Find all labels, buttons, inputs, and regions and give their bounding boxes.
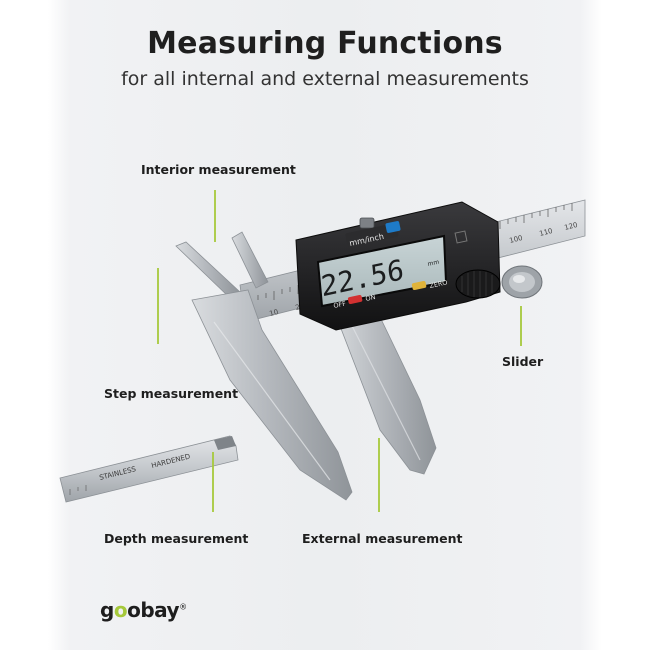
callout-lines [157, 190, 522, 512]
on-button-label: ON [365, 293, 377, 303]
depth-rod [59, 435, 239, 503]
label-external-measurement: External measurement [302, 531, 463, 546]
brand-logo: goobay® [100, 598, 187, 622]
label-depth-measurement: Depth measurement [104, 531, 249, 546]
brand-registered-mark: ® [179, 602, 187, 612]
brand-name-post: obay [127, 598, 180, 622]
svg-text:100: 100 [509, 234, 524, 245]
digital-display-unit [295, 201, 501, 331]
slider-thumbwheel [501, 265, 543, 299]
page-subtitle: for all internal and external measuremen… [121, 68, 529, 90]
brand-name-dot: o [113, 598, 128, 622]
page-title: Measuring Functions [147, 26, 503, 61]
brand-name-pre: g [100, 598, 114, 622]
fixed-lower-jaw [191, 289, 353, 501]
svg-text:120: 120 [564, 221, 579, 232]
label-interior-measurement: Interior measurement [141, 162, 296, 177]
off-button-label: OFF [333, 299, 347, 309]
zero-button-label: ZERO [429, 278, 448, 290]
label-slider: Slider [502, 354, 544, 369]
fixed-upper-jaw [175, 241, 241, 301]
svg-text:10: 10 [269, 308, 280, 318]
lcd-unit: mm [427, 259, 440, 268]
label-step-measurement: Step measurement [104, 386, 239, 401]
svg-text:110: 110 [539, 227, 554, 238]
moving-upper-jaw [231, 231, 269, 289]
